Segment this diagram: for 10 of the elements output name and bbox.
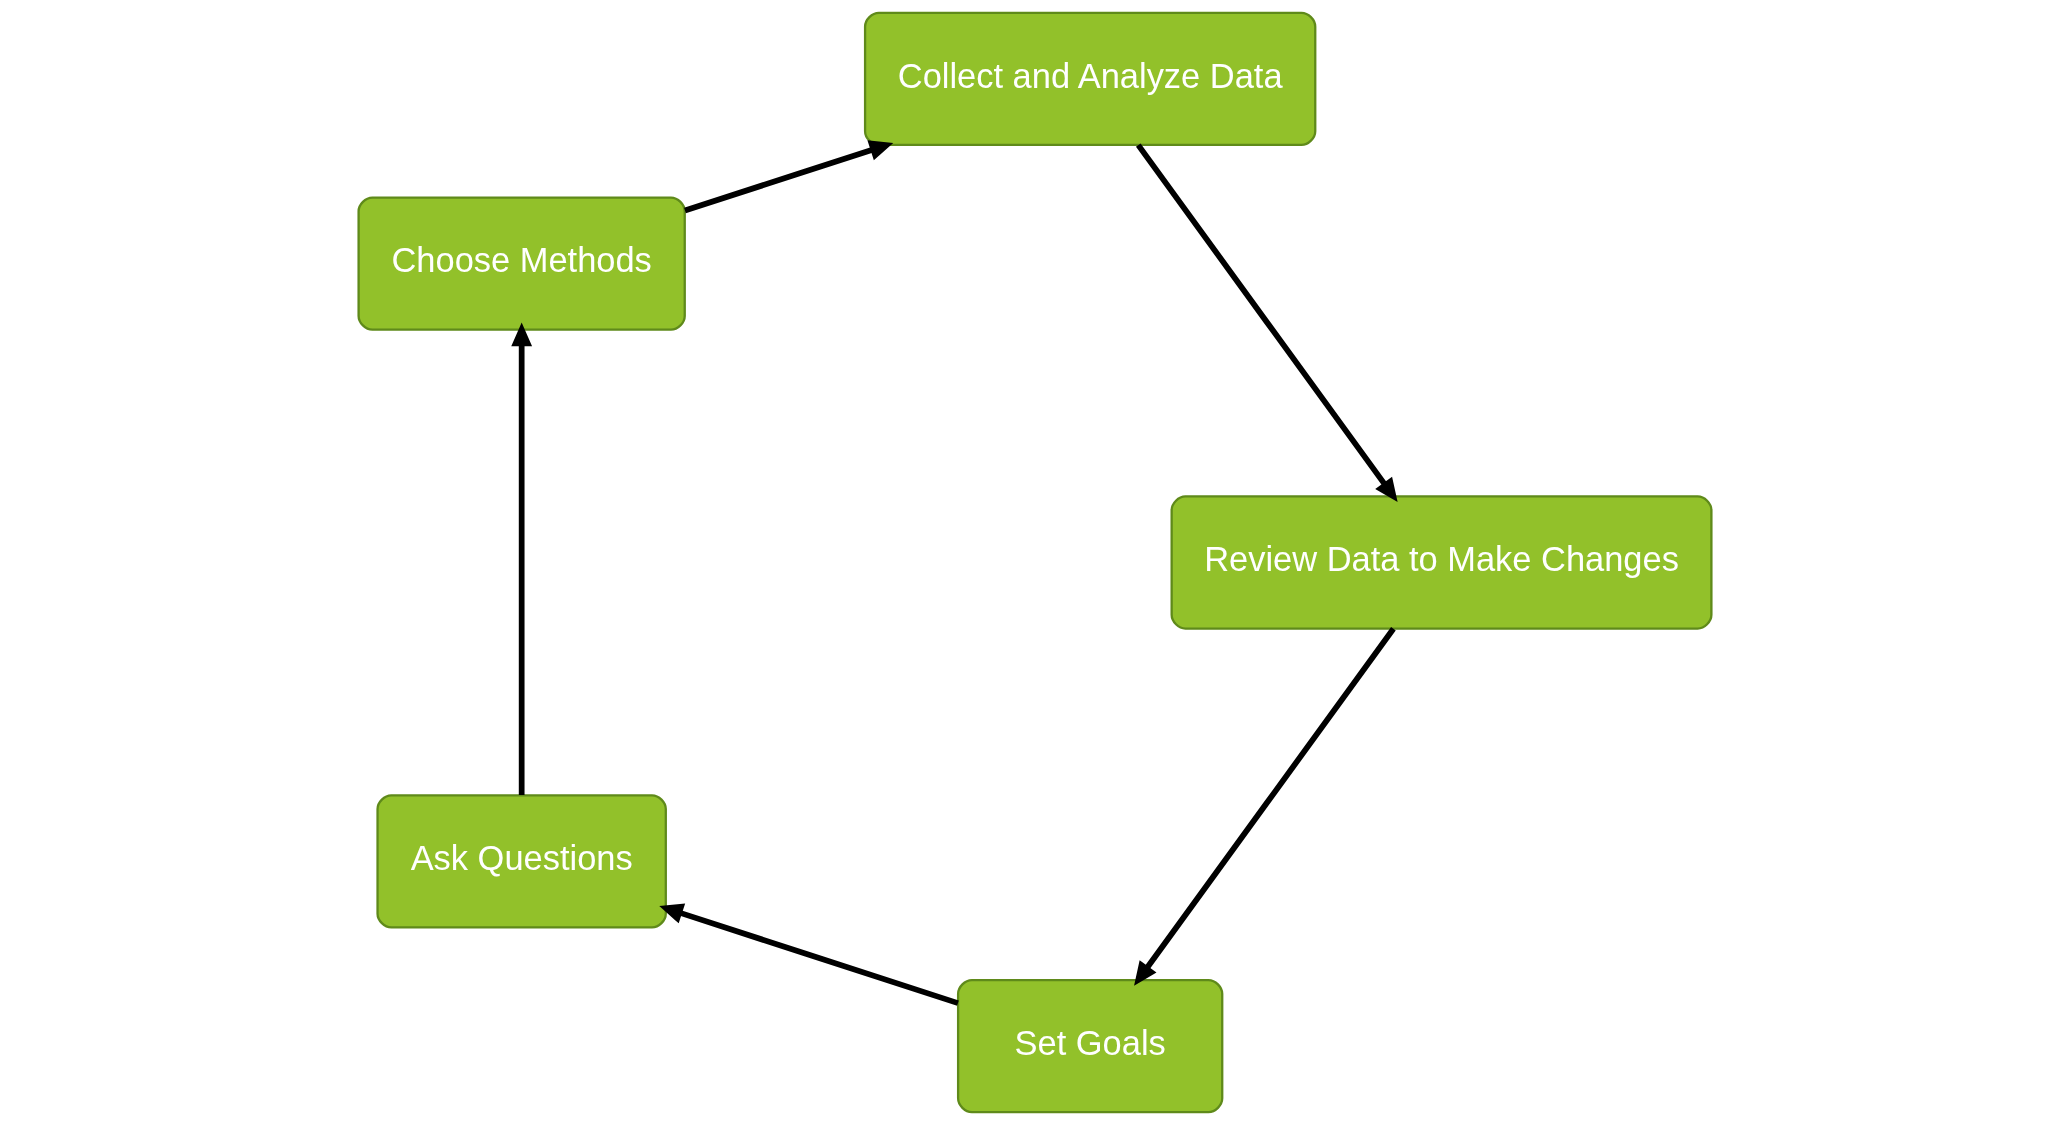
arrow — [658, 903, 959, 1006]
node-box: Set Goals — [956, 978, 1223, 1114]
arrow — [510, 322, 532, 796]
node-box: Collect and Analyze Data — [863, 11, 1316, 147]
arrow — [683, 140, 893, 214]
node-box: Choose Methods — [356, 196, 686, 331]
arrow — [1133, 627, 1396, 986]
arrow — [1135, 143, 1398, 503]
node-box: Review Data to Make Changes — [1170, 495, 1713, 630]
node-box: Ask Questions — [375, 794, 667, 929]
